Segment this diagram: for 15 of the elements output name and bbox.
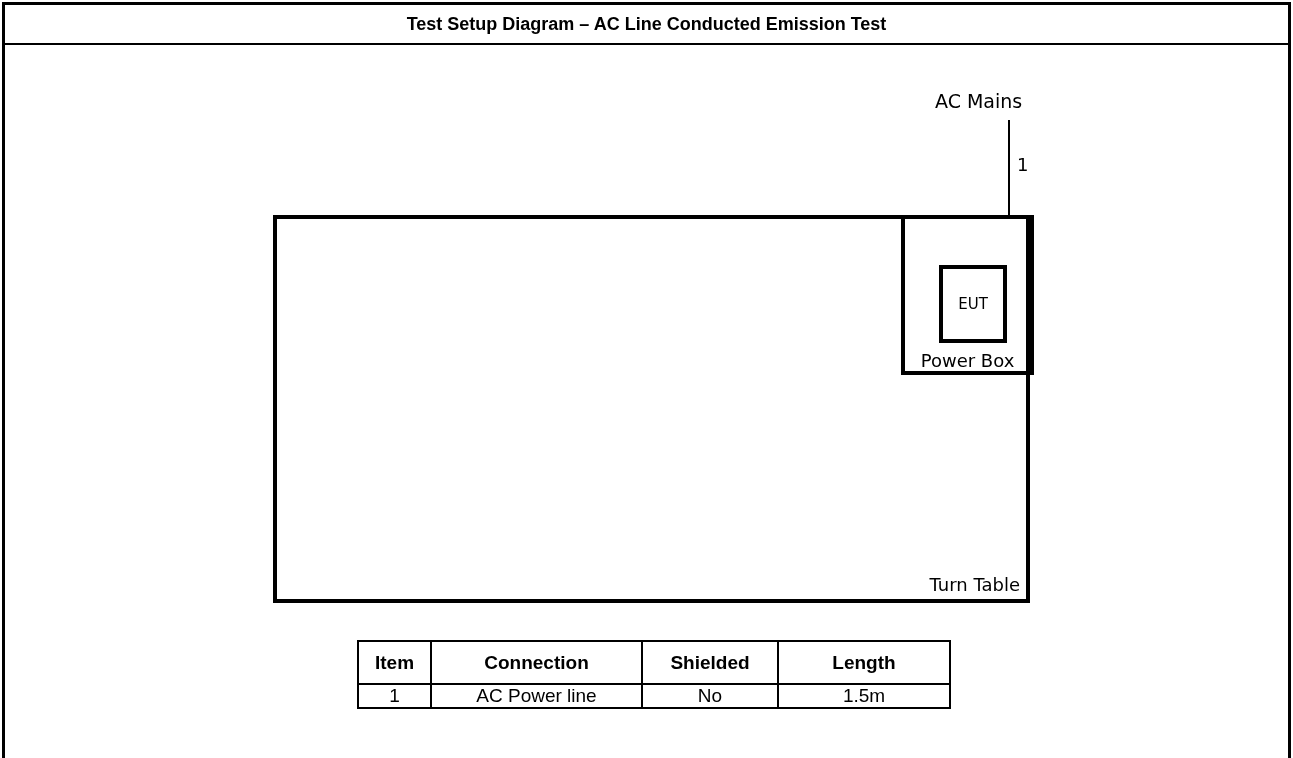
table-cell: 1 <box>358 684 431 708</box>
table-cell: 1.5m <box>778 684 950 708</box>
box-label: Turn Table <box>929 574 1020 595</box>
header-cell: Length <box>778 641 950 684</box>
header-cell: Item <box>358 641 431 684</box>
table-cell: No <box>642 684 778 708</box>
header-cell: Connection <box>431 641 642 684</box>
table-cell: AC Power line <box>431 684 642 708</box>
box-label: EUT <box>957 295 989 313</box>
power-source-label: AC Mains <box>935 90 1023 112</box>
header-cell: Shielded <box>642 641 778 684</box>
power-box <box>901 215 1034 375</box>
box-label: Power Box <box>919 350 1016 371</box>
diagram-title: Test Setup Diagram – AC Line Conducted Emission Test <box>5 5 1288 45</box>
eut-box <box>939 265 1007 343</box>
